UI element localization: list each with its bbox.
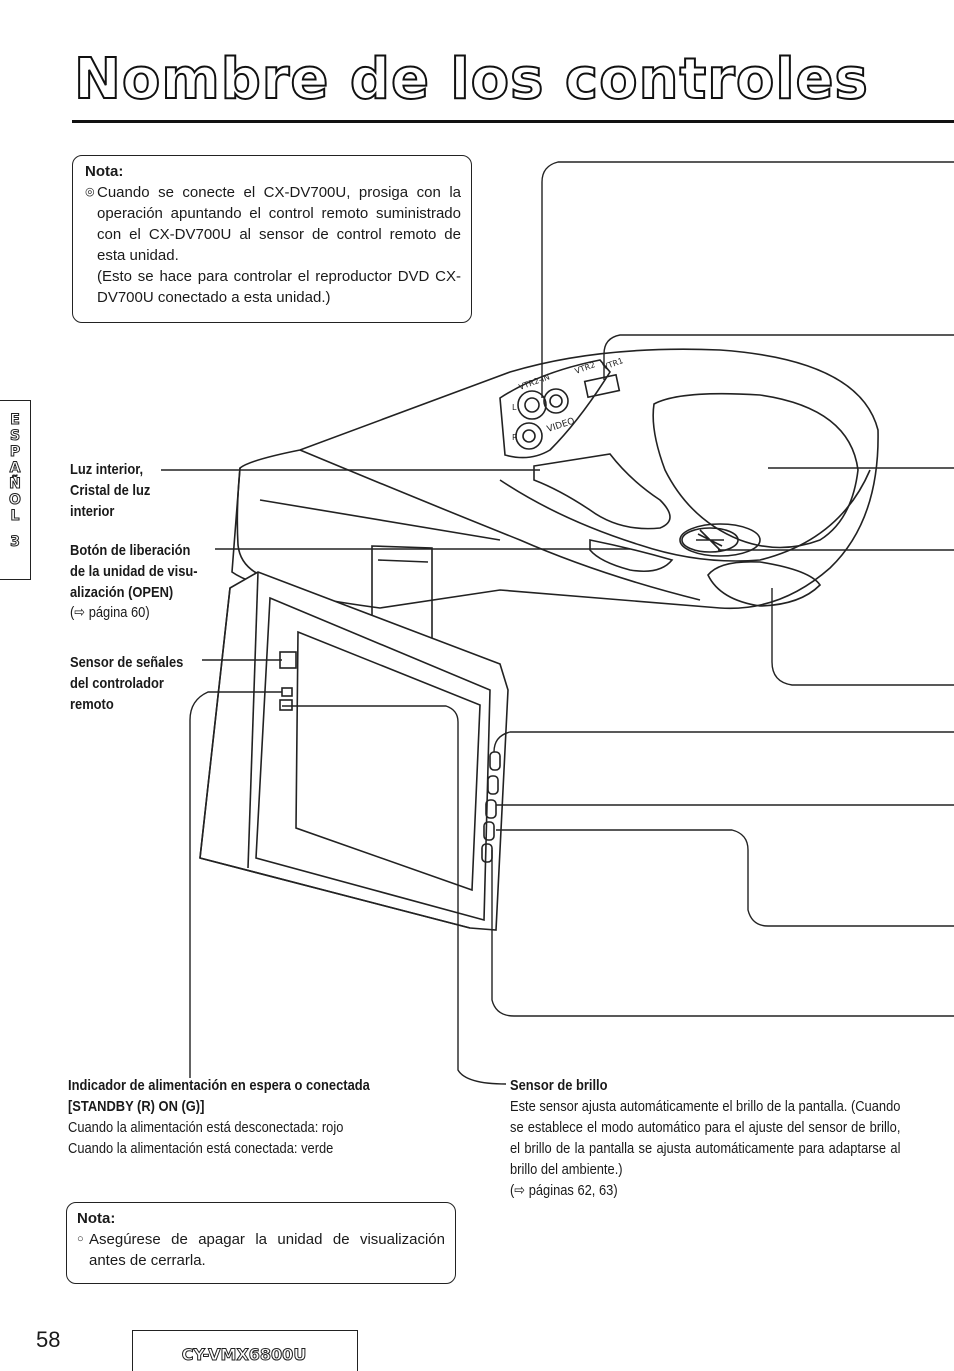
indicator-title: Indicador de alimentación en espera o co…	[68, 1077, 370, 1094]
title-rule	[72, 120, 954, 123]
side-letter: S	[9, 428, 21, 445]
note-text: Cuando se conecte el CX-DV700U, prosiga …	[97, 184, 461, 264]
note-box-bottom: Nota: ○ Asegúrese de apagar la unidad de…	[66, 1202, 456, 1284]
bullet-circle-icon: ◎	[85, 186, 95, 198]
note-text-2: (Esto se hace para controlar el reproduc…	[97, 268, 461, 306]
side-letter: E	[10, 412, 21, 429]
brightness-text: Este sensor ajusta automáticamente el br…	[510, 1098, 901, 1178]
side-letter: Ñ	[9, 476, 22, 493]
note-box-top: Nota: ◎ Cuando se conecte el CX-DV700U, …	[72, 155, 472, 323]
bullet-circle-icon: ○	[77, 1233, 84, 1245]
side-letter: P	[9, 444, 21, 461]
label-sensor-senales: Sensor de señales del controlador remoto	[70, 654, 184, 713]
label-boton-liberacion: Botón de liberación de la unidad de visu…	[70, 542, 198, 601]
indicator-block: Indicador de alimentación en espera o co…	[68, 1075, 508, 1159]
note-text: Asegúrese de apagar la unidad de visuali…	[89, 1231, 445, 1269]
label-luz-interior: Luz interior, Cristal de luz interior	[70, 461, 151, 520]
side-letter: 3	[10, 534, 21, 551]
model-name: CY-VMX6800U	[181, 1345, 307, 1365]
note-title: Nota:	[77, 1210, 116, 1227]
indicator-line-1: Cuando la alimentación está desconectada…	[68, 1119, 344, 1136]
indicator-line-2: Cuando la alimentación está conectada: v…	[68, 1140, 334, 1157]
jack-label-r: R	[512, 433, 518, 442]
indicator-title-2: [STANDBY (R) ON (G)]	[68, 1098, 205, 1115]
side-letter: L	[10, 508, 20, 525]
language-side-tab	[0, 400, 31, 580]
model-box	[132, 1330, 358, 1371]
side-letter: A	[9, 460, 21, 477]
side-letter: O	[9, 492, 22, 509]
brightness-ref: (⇨ páginas 62, 63)	[510, 1182, 618, 1199]
brightness-block: Sensor de brillo Este sensor ajusta auto…	[510, 1075, 954, 1201]
jack-label-l: L	[512, 403, 517, 412]
note-title: Nota:	[85, 163, 124, 180]
label-boton-liberacion-ref: (⇨ página 60)	[70, 604, 150, 621]
language-side-letters: E S P A Ñ O L 3	[4, 412, 26, 551]
brightness-title: Sensor de brillo	[510, 1077, 608, 1094]
page-number: 58	[36, 1327, 61, 1352]
page-title: Nombre de los controles	[73, 47, 869, 112]
